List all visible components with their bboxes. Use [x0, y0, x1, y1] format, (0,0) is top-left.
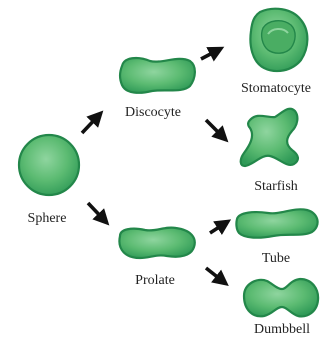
arrow-sphere-to-discocyte — [82, 114, 100, 133]
label-discocyte: Discocyte — [125, 105, 181, 120]
dumbbell-shape — [244, 279, 318, 316]
label-sphere: Sphere — [28, 211, 67, 226]
arrow-discocyte-to-starfish — [206, 120, 225, 139]
prolate-shape — [119, 228, 194, 258]
label-stomatocyte: Stomatocyte — [241, 81, 311, 96]
arrow-sphere-to-prolate — [88, 203, 106, 222]
arrow-prolate-to-dumbbell — [206, 268, 225, 283]
label-tube: Tube — [262, 251, 290, 266]
label-dumbbell: Dumbbell — [254, 322, 310, 337]
tube-shape — [236, 209, 317, 237]
starfish-shape — [241, 109, 298, 166]
label-starfish: Starfish — [254, 179, 298, 194]
arrow-discocyte-to-stomatocyte — [201, 49, 220, 59]
stomatocyte-shape — [250, 9, 307, 71]
discocyte-shape — [120, 58, 195, 93]
sphere-shape — [19, 135, 79, 195]
label-prolate: Prolate — [135, 273, 175, 288]
arrow-prolate-to-tube — [210, 222, 227, 233]
